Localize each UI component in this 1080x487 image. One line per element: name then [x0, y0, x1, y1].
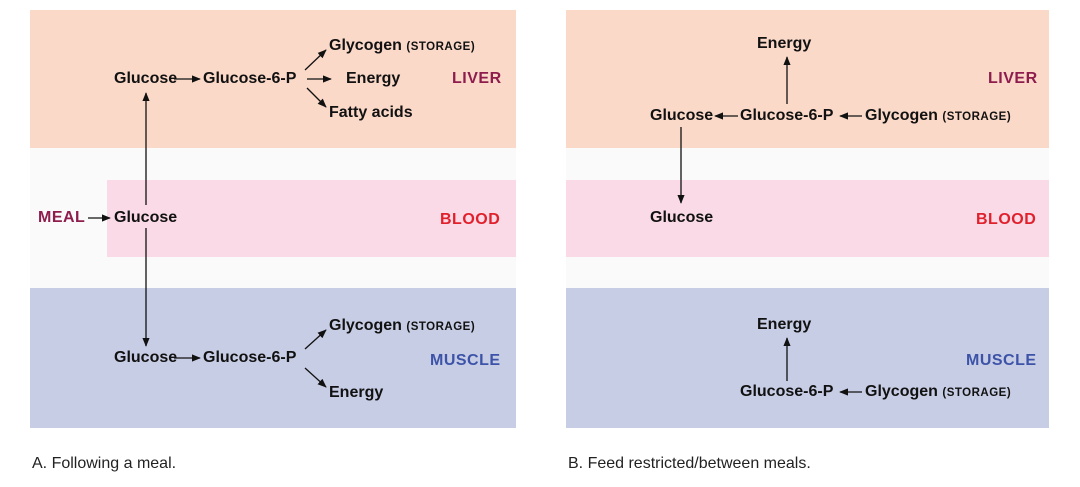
arrow-a-g6p-to-glycogen-muscle	[304, 329, 327, 350]
panel-a-blood-region	[107, 180, 516, 257]
panel-b-muscle-region	[566, 288, 1049, 428]
a-muscle-glucose: Glucose	[114, 349, 178, 366]
a-liver-g6p: Glucose-6-P	[203, 70, 297, 87]
b-liver-energy: Energy	[757, 35, 812, 52]
arrow-a-g6p-to-glycogen-liver	[304, 49, 327, 71]
b-muscle-glycogen: Glycogen (STORAGE)	[865, 383, 1011, 402]
a-muscle-storage-label: (STORAGE)	[406, 321, 476, 333]
b-muscle-storage-label: (STORAGE)	[942, 387, 1012, 399]
panel-a-liver-region	[30, 10, 516, 148]
panel-a-muscle-region	[30, 288, 516, 428]
panel-b-liver-region	[566, 10, 1049, 148]
b-liver-region-label: LIVER	[988, 70, 1038, 87]
b-muscle-energy: Energy	[757, 316, 812, 333]
a-muscle-g6p: Glucose-6-P	[203, 349, 297, 366]
a-muscle-glycogen-label: Glycogen	[329, 317, 402, 334]
a-liver-fatty-acids: Fatty acids	[329, 104, 413, 121]
a-liver-glycogen: Glycogen (STORAGE)	[329, 37, 475, 56]
a-blood-region-label: BLOOD	[440, 211, 501, 228]
a-liver-region-label: LIVER	[452, 70, 502, 87]
b-liver-g6p: Glucose-6-P	[740, 107, 834, 124]
a-blood-glucose: Glucose	[114, 209, 178, 226]
arrow-a-g6p-to-fatty-acids	[306, 87, 327, 108]
arrow-a-g6p-to-energy-muscle	[304, 367, 327, 388]
a-liver-energy: Energy	[346, 70, 401, 87]
b-muscle-glycogen-label: Glycogen	[865, 383, 938, 400]
a-muscle-energy: Energy	[329, 384, 384, 401]
b-muscle-region-label: MUSCLE	[966, 352, 1037, 369]
a-liver-storage-label: (STORAGE)	[406, 41, 476, 53]
b-blood-glucose: Glucose	[650, 209, 714, 226]
a-muscle-glycogen: Glycogen (STORAGE)	[329, 317, 475, 336]
b-liver-glycogen-label: Glycogen	[865, 107, 938, 124]
a-liver-glucose: Glucose	[114, 70, 178, 87]
b-liver-storage-label: (STORAGE)	[942, 111, 1012, 123]
b-muscle-g6p: Glucose-6-P	[740, 383, 834, 400]
a-meal-label: MEAL	[38, 209, 86, 226]
a-muscle-region-label: MUSCLE	[430, 352, 501, 369]
panel-b-blood-region	[566, 180, 1049, 257]
caption-a: A. Following a meal.	[32, 455, 177, 472]
a-liver-glycogen-label: Glycogen	[329, 37, 402, 54]
caption-b: B. Feed restricted/between meals.	[568, 455, 811, 472]
b-liver-glycogen: Glycogen (STORAGE)	[865, 107, 1011, 126]
b-liver-glucose: Glucose	[650, 107, 714, 124]
b-blood-region-label: BLOOD	[976, 211, 1037, 228]
